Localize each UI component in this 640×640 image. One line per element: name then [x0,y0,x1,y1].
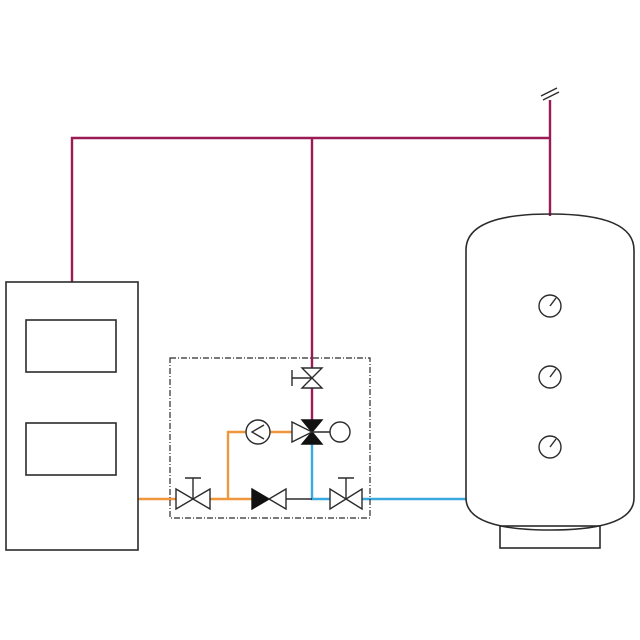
three-way-valve-icon [291,419,351,445]
vent-line-icon [540,87,560,101]
thermometer-icon [538,294,562,318]
boiler-body [5,281,139,551]
supply-pipes [70,100,552,420]
hot-return-pipes [138,430,292,501]
valve-actuator-icon [329,421,351,443]
tank-base [499,525,601,549]
mixing-group [169,357,371,519]
shutoff-valve-icon [175,477,211,511]
boiler-upper-door [25,319,117,373]
check-valve-icon [251,487,287,511]
supply-header-pipe [70,136,550,282]
pump-riser-pipe [226,430,246,499]
boiler-lower-door [25,422,117,476]
thermometer-icon [538,365,562,389]
storage-tank [465,213,635,549]
cold-return-pipes [310,444,466,501]
circulation-pump-icon [245,419,271,445]
tank-body [465,213,635,531]
boiler [5,281,139,551]
shutoff-valve-icon [329,477,363,511]
valve-bypass-pipe [310,444,330,501]
thermometer-icon [538,435,562,459]
shutoff-valve-icon [291,367,324,389]
